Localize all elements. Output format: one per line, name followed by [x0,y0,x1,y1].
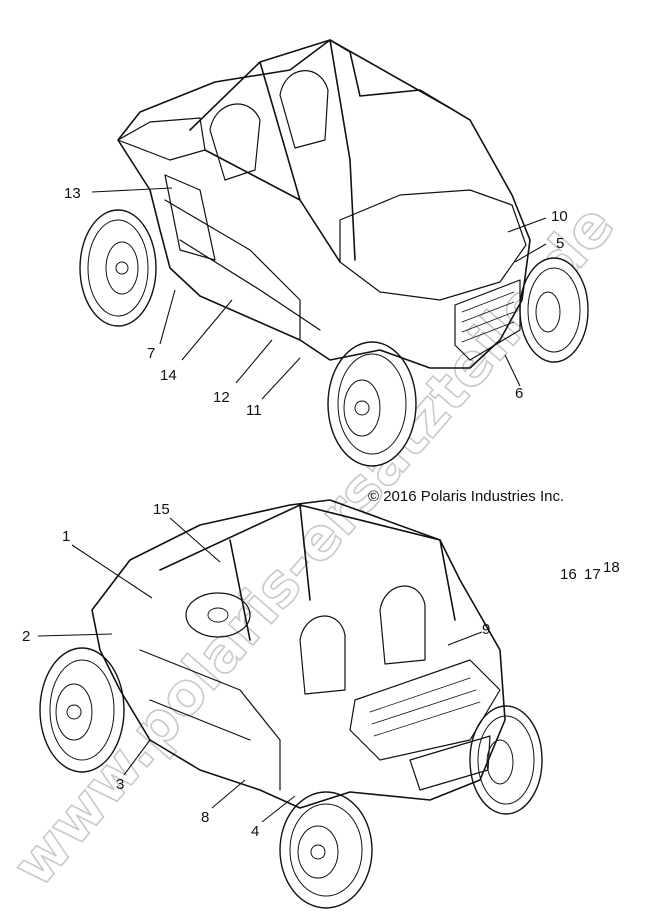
tire-rear-left-lower [279,791,373,909]
tire-front-left [327,341,417,467]
page-ref-16: 16 [560,566,577,583]
upper-leader-lines [91,187,547,400]
tire-rear-left [79,209,157,327]
lower-callouts: 15 1 2 9 3 8 4 [22,501,490,840]
page-ref-18: 18 [603,559,620,576]
tire-rear-right-lower [469,705,543,815]
callout-10: 10 [551,208,568,225]
callout-7: 7 [147,345,155,362]
callout-14: 14 [160,367,177,384]
tire-front-right [519,257,589,363]
lower-vehicle-illustration [39,499,543,909]
page-ref-17: 17 [584,566,601,583]
callout-13: 13 [64,185,81,202]
callout-6: 6 [515,385,523,402]
upper-vehicle-illustration [79,39,589,467]
lower-leader-lines [37,517,483,823]
callout-1: 1 [62,528,70,545]
callout-9: 9 [482,621,490,638]
callout-8: 8 [201,809,209,826]
callout-12: 12 [213,389,230,406]
callout-4: 4 [251,823,259,840]
callout-11: 11 [246,402,262,419]
copyright-notice: © 2016 Polaris Industries Inc. [368,488,564,505]
callout-15: 15 [153,501,170,518]
callout-5: 5 [556,235,564,252]
page-reference: 16 17 18 [560,559,620,583]
tire-front-left-lower [39,647,125,773]
callout-2: 2 [22,628,30,645]
callout-3: 3 [116,776,124,793]
upper-callouts: 13 10 5 7 14 12 11 6 [64,185,568,419]
